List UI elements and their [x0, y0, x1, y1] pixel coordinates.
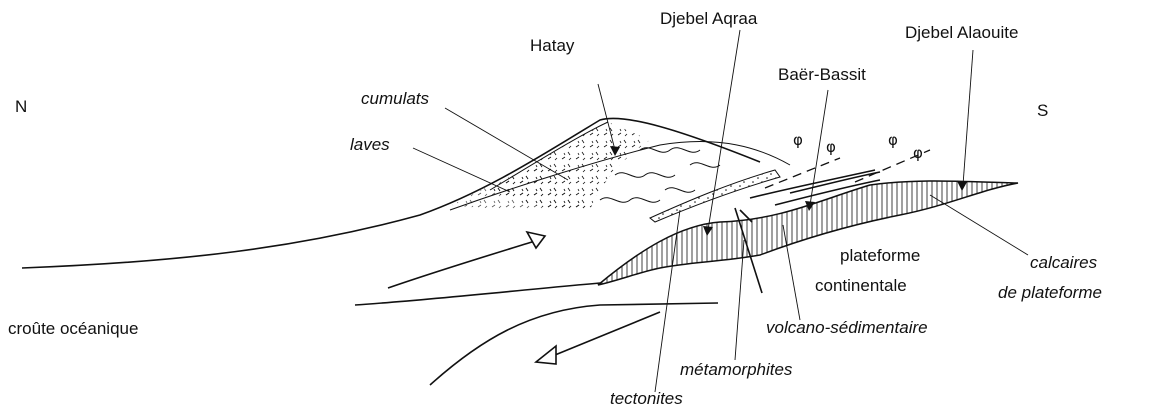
hatay-label: Hatay — [530, 36, 575, 55]
open-triangle-arrow-up — [527, 232, 545, 248]
djebel-aqraa-label: Djebel Aqraa — [660, 9, 758, 28]
croute-oceanique-label: croûte océanique — [8, 319, 138, 338]
tectonites-label: tectonites — [610, 389, 683, 408]
plant-symbol-group: φ φ φ φ — [793, 131, 923, 162]
djebel-alaouite-label: Djebel Alaouite — [905, 23, 1018, 42]
volcano-sedimentaire-label: volcano-sédimentaire — [766, 318, 928, 337]
plant-symbol: φ — [913, 144, 923, 162]
de-plateforme-label: de plateforme — [998, 283, 1102, 302]
plant-symbol: φ — [826, 138, 836, 156]
north-label: N — [15, 97, 27, 116]
continentale-label: continentale — [815, 276, 907, 295]
leader-lines — [413, 30, 1028, 392]
cumulats-label: cumulats — [361, 89, 430, 108]
baer-bassit-label: Baër-Bassit — [778, 65, 866, 84]
plant-symbol: φ — [793, 131, 803, 149]
open-triangle-arrow-down — [536, 312, 660, 364]
south-label: S — [1037, 101, 1048, 120]
plant-symbol: φ — [888, 131, 898, 149]
plateforme-label: plateforme — [840, 246, 920, 265]
metamorphites-label: métamorphites — [680, 360, 793, 379]
calcaires-label: calcaires — [1030, 253, 1098, 272]
laves-label: laves — [350, 135, 390, 154]
